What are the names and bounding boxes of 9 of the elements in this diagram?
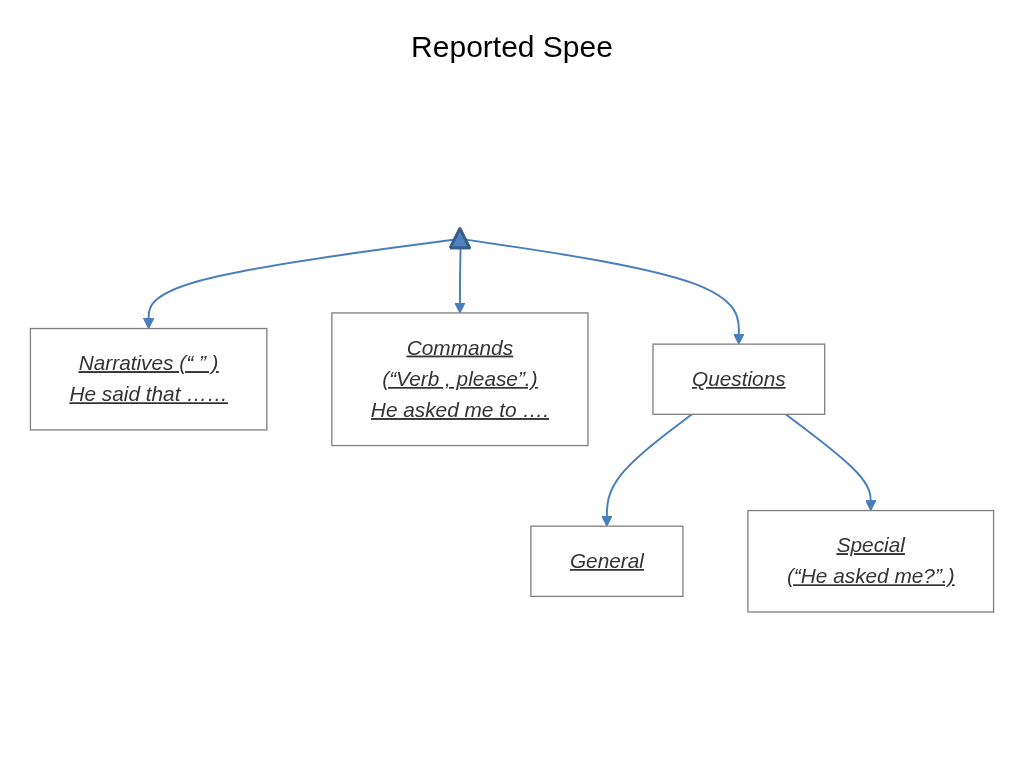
node-box: Narratives (“ ” ) He said that …… xyxy=(29,327,268,431)
node-box: Questions xyxy=(652,343,826,415)
arrow xyxy=(601,413,693,527)
arrow xyxy=(784,413,877,511)
title: Reported Spee xyxy=(410,30,614,64)
node-box: Commands (“Verb , please”.) He asked me to …. xyxy=(331,312,589,446)
node-box: Special (“He asked me?”.) xyxy=(747,509,995,613)
node-box: General xyxy=(530,525,684,597)
arrow xyxy=(454,247,466,314)
